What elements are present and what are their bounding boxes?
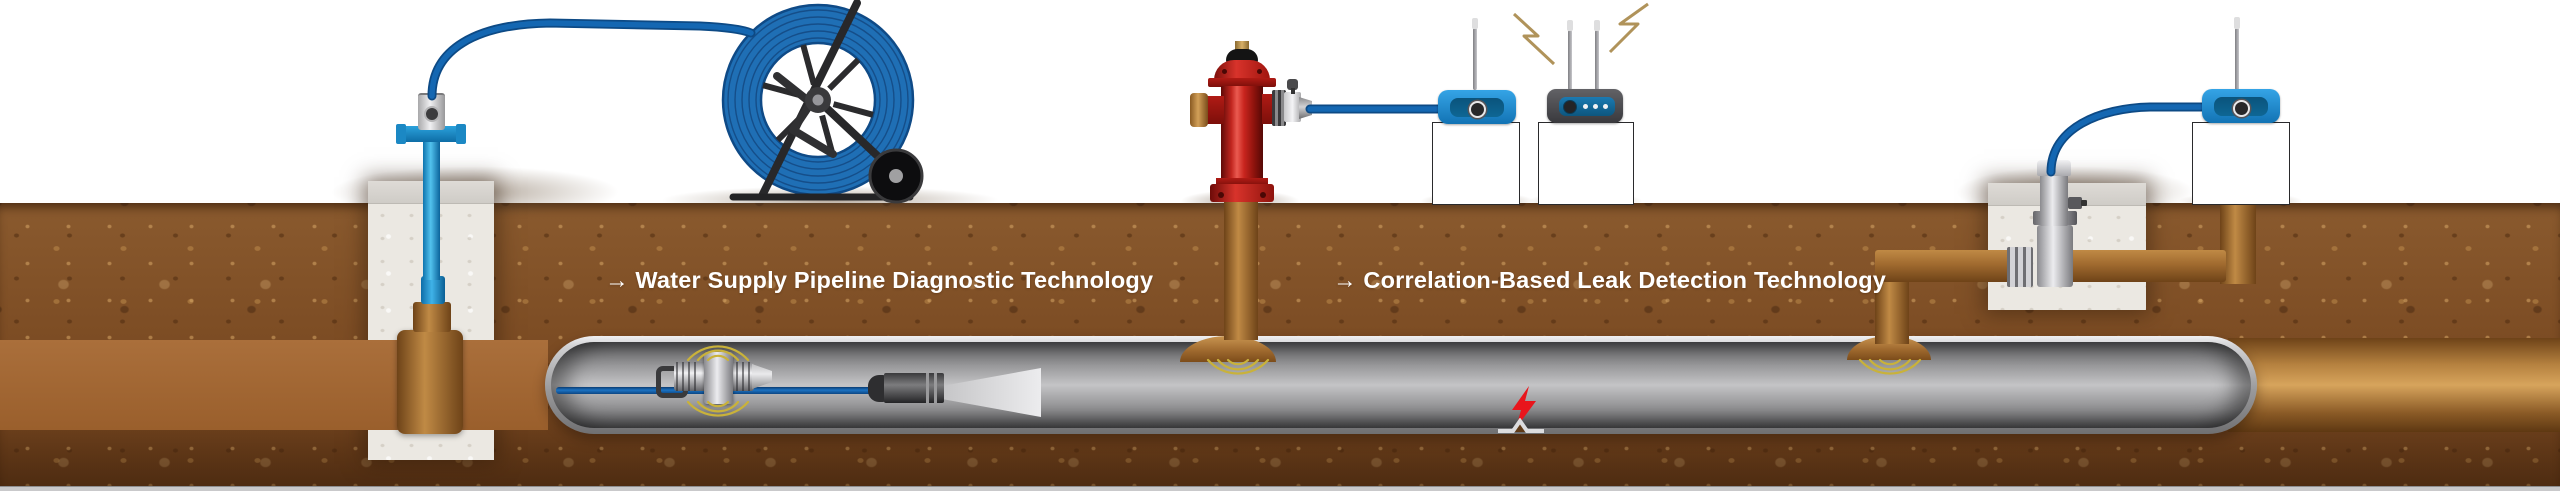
hydrant-nozzle-cap-left [1190, 93, 1208, 127]
antenna-tip [1567, 20, 1573, 31]
hydrant-sensor-knob-stem [1291, 88, 1295, 94]
logger-2-port [2233, 100, 2250, 117]
logger-pedestal-1 [1432, 122, 1520, 205]
hydrant-sensor-body [1284, 92, 1301, 122]
insertion-cross-fitting [403, 126, 461, 142]
receiver-indicator [1603, 104, 1608, 109]
tapping-valve-collar [413, 302, 451, 332]
water-main-left [0, 340, 548, 430]
radio-signal-icon [1512, 12, 1556, 66]
receiver-indicator [1583, 104, 1588, 109]
hydrophone-ribs-right [730, 362, 750, 391]
label-diagnostic-technology: → Water Supply Pipeline Diagnostic Techn… [605, 267, 1154, 293]
hydrant-nozzle-arm-right [1262, 94, 1274, 124]
hydrant-sensor-knob [1287, 79, 1298, 90]
logger-riser-pipe [2220, 202, 2256, 284]
tapping-valve-barrel [397, 330, 463, 434]
insertion-tube [423, 140, 440, 280]
water-main-right [2228, 338, 2560, 432]
cross-fitting-stub-right [456, 124, 466, 144]
sensor-side-knob [2068, 197, 2082, 209]
hydrant-black-cap [1226, 49, 1258, 63]
insertion-head-port [424, 106, 440, 122]
hydrant-base-bolt [1218, 192, 1224, 198]
antenna [2235, 28, 2239, 90]
camera-band [926, 373, 929, 403]
hydrant-stem [1235, 41, 1249, 52]
hydrant-riser-pipe [1224, 200, 1258, 340]
antenna-tip [2234, 17, 2240, 29]
antenna [1473, 28, 1477, 90]
logger-pedestal-3 [2192, 122, 2290, 205]
right-horizontal-pipe-a [1875, 250, 2015, 282]
label-correlation-technology: → Correlation-Based Leak Detection Techn… [1333, 267, 1887, 293]
tube-connector [421, 276, 445, 304]
hydrant-bonnet-bolt [1257, 69, 1262, 74]
valve-coupling-ribs [2007, 247, 2033, 287]
acoustic-wave-icon [686, 400, 750, 417]
hydrant-lower-collar [1216, 178, 1268, 186]
hydrant-sensor-coupling [1272, 90, 1286, 126]
leak-lightning-icon [1512, 386, 1536, 428]
camera-rear-cap [868, 375, 886, 402]
camera-band [934, 373, 937, 403]
acoustic-wave-icon [1858, 358, 1922, 375]
bottom-border-strip [0, 486, 2560, 491]
hydrant-sensor-nut [1299, 97, 1312, 119]
acoustic-wave-icon [686, 345, 750, 362]
hydrant-bonnet-flange [1208, 78, 1276, 87]
pipeline-interior [551, 342, 2251, 428]
antenna-tip [1472, 18, 1478, 29]
hydrant-bonnet [1214, 60, 1270, 80]
hydrophone-ribs-left [676, 362, 696, 391]
hydrant-base-flange [1210, 184, 1274, 202]
cross-fitting-stub-left [396, 124, 406, 144]
radio-signal-icon [1608, 2, 1649, 54]
receiver-indicator [1593, 104, 1598, 109]
hydrant-base-bolt [1260, 192, 1266, 198]
cable-reel [721, 0, 924, 204]
logger-1-port [1469, 101, 1486, 118]
antenna-tip [1594, 20, 1600, 31]
antenna [1568, 30, 1572, 90]
hydrant-nozzle-arm-left [1206, 96, 1224, 124]
sensor-knob-stem [2081, 200, 2087, 206]
right-horizontal-pipe-b [2070, 250, 2226, 282]
pipeline-cutaway [545, 336, 2257, 434]
receiver-pedestal [1538, 122, 1634, 205]
hydrant-body [1221, 86, 1263, 182]
antenna [1595, 30, 1599, 90]
hydrant-bonnet-bolt [1222, 69, 1227, 74]
sensor-top-cap [2037, 160, 2071, 176]
hydrophone-nose-cone [752, 364, 772, 389]
receiver-port [1563, 100, 1577, 114]
acoustic-wave-icon [1206, 358, 1270, 375]
pipe-leak-notch [1498, 418, 1544, 433]
valve-lower-body [2037, 225, 2073, 287]
